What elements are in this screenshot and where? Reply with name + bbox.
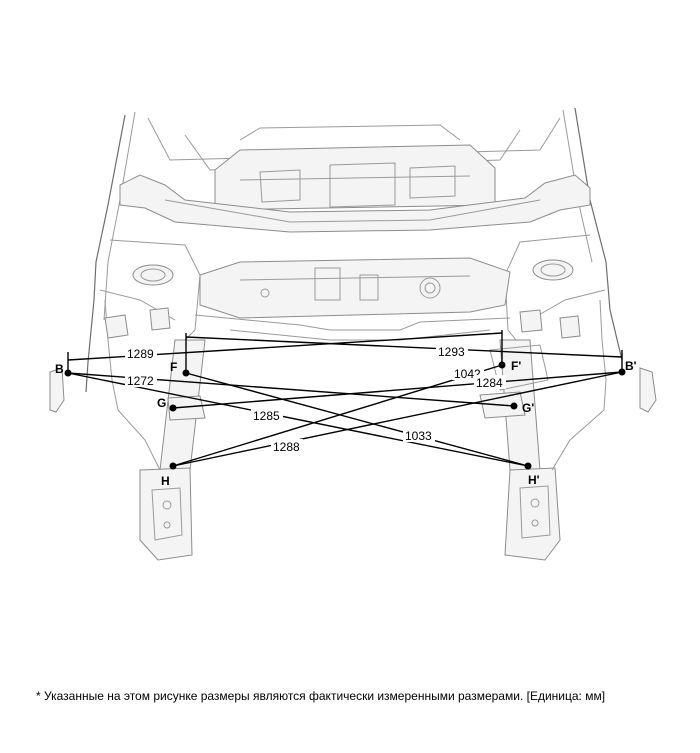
point-label-B-prime: B'	[625, 359, 637, 373]
body-dimension-diagram: B F G H F' B' G' H' 1289 1293 1272 1042 …	[49, 107, 657, 561]
line-1288	[172, 371, 623, 467]
line-1284	[172, 371, 623, 409]
dimension-1033: 1033	[405, 429, 432, 443]
point-label-B: B	[55, 362, 64, 376]
point-label-G-prime: G'	[522, 401, 534, 415]
point-G-prime-marker	[510, 402, 518, 410]
point-labels: B F G H F' B' G' H'	[55, 359, 637, 488]
point-B-marker	[64, 369, 72, 377]
dimension-labels: 1289 1293 1272 1042 1284 1285 1033 1288	[125, 344, 506, 454]
line-1293	[185, 336, 623, 358]
point-label-F-prime: F'	[511, 359, 521, 373]
dimension-1288: 1288	[273, 440, 300, 454]
dimension-1272: 1272	[127, 374, 154, 388]
line-1285	[67, 372, 529, 467]
point-H-marker	[169, 462, 177, 470]
point-B-prime-marker	[618, 368, 626, 376]
line-1042	[172, 364, 503, 467]
point-H-prime-marker	[524, 462, 532, 470]
dimension-1284: 1284	[476, 376, 503, 390]
dimension-1285: 1285	[253, 409, 280, 423]
point-F-prime-marker	[498, 361, 506, 369]
dimension-1293: 1293	[438, 345, 465, 359]
point-label-H: H	[161, 474, 170, 488]
vehicle-front-body-outline	[49, 107, 657, 561]
measurement-footnote: * Указанные на этом рисунке размеры явля…	[36, 689, 606, 703]
point-label-G: G	[157, 396, 166, 410]
line-1033	[185, 372, 529, 467]
dimension-1289: 1289	[127, 347, 154, 361]
point-F-marker	[182, 369, 190, 377]
point-label-F: F	[170, 360, 177, 374]
measurement-points	[64, 361, 626, 470]
point-G-marker	[169, 404, 177, 412]
point-label-H-prime: H'	[528, 473, 540, 487]
